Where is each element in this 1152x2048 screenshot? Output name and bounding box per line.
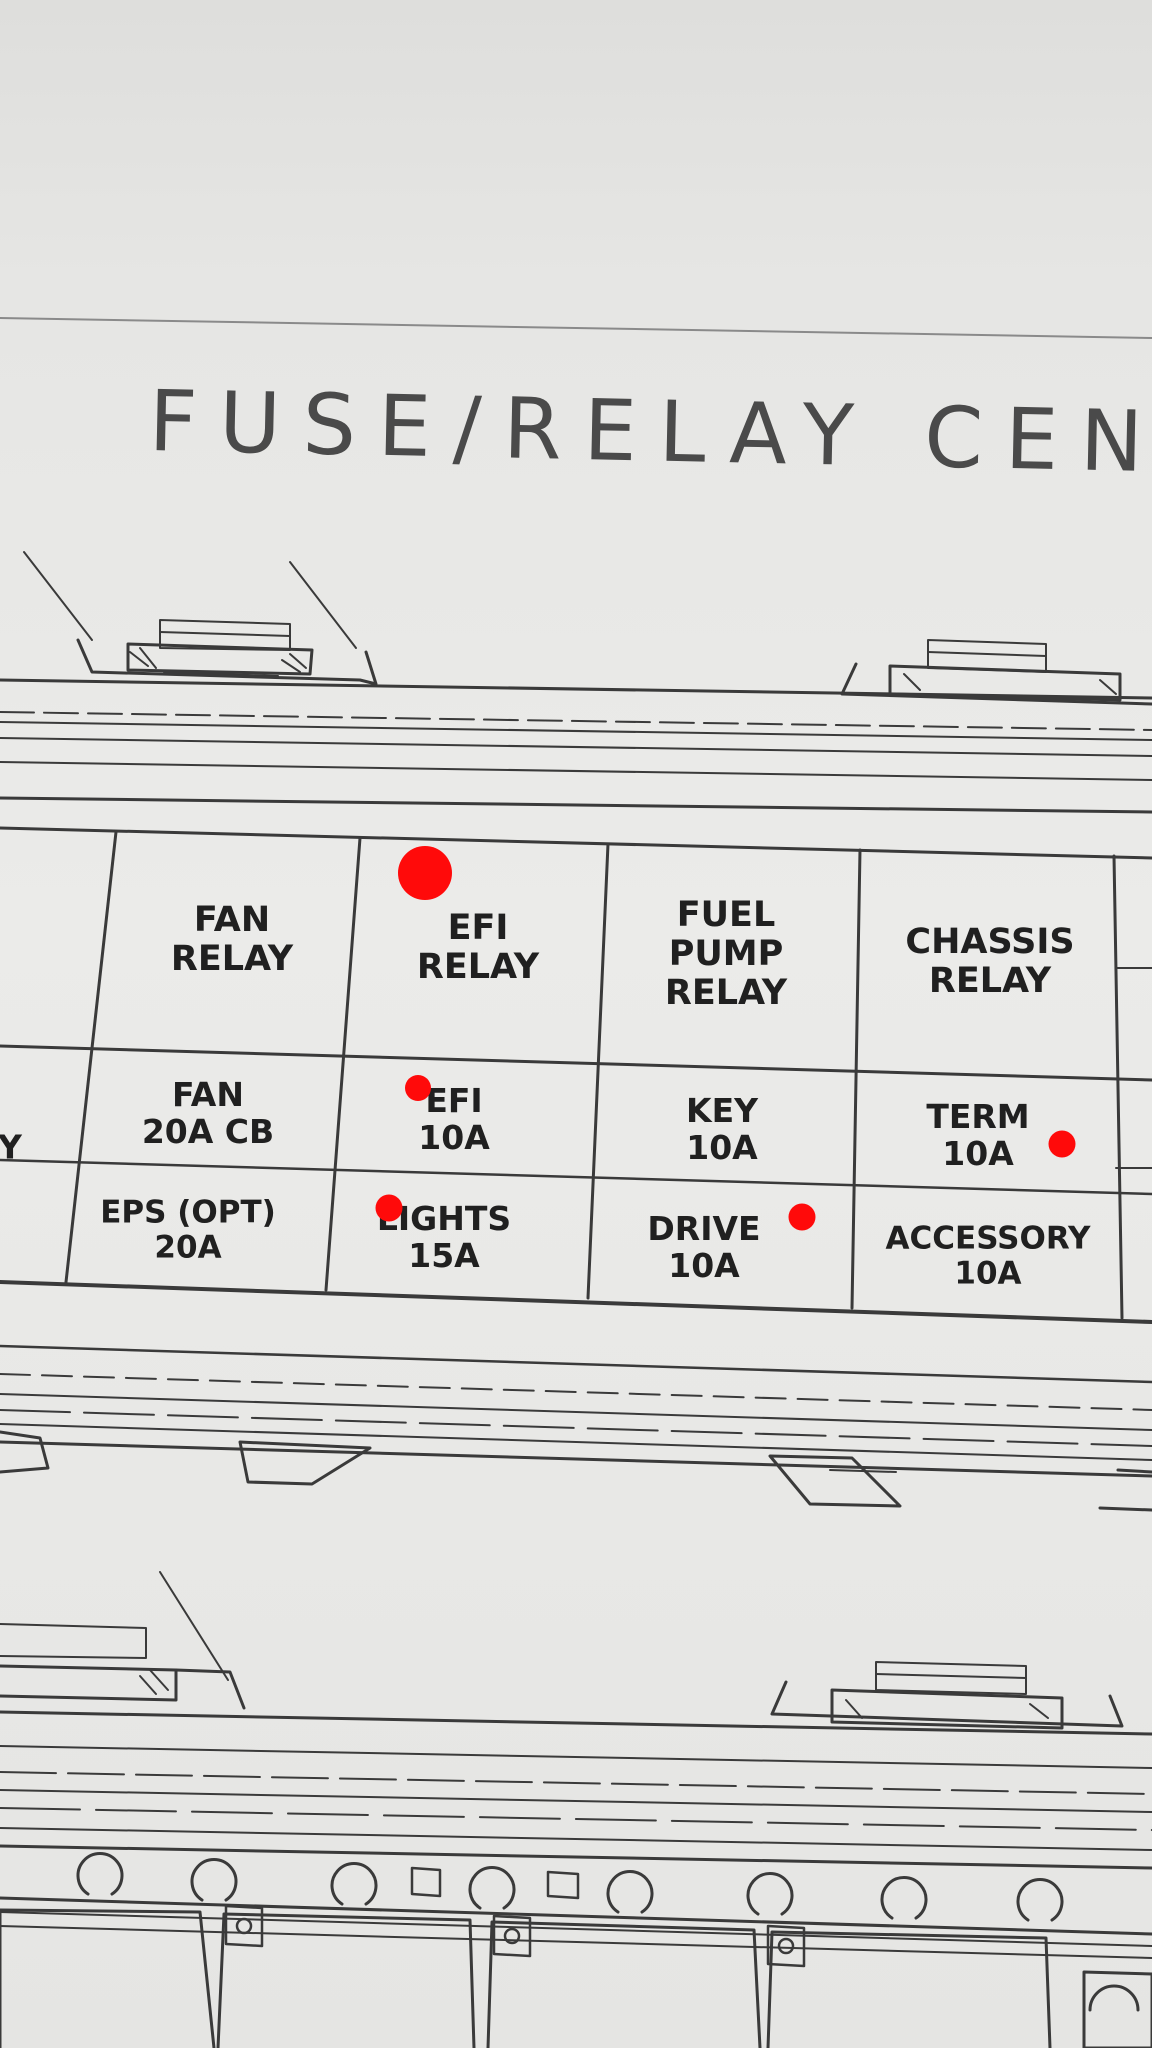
upper-clip-right	[840, 639, 1152, 706]
red-marker	[788, 1203, 816, 1231]
lower-clip-right	[770, 1661, 1124, 1730]
lower-clip-left	[0, 1571, 246, 1710]
red-marker	[1048, 1130, 1076, 1158]
red-marker	[405, 1075, 431, 1101]
red-marker	[375, 1194, 403, 1222]
fuse-eps: EPS (OPT)20A	[100, 1194, 276, 1265]
fuse-relay-grid	[0, 826, 1152, 1324]
red-marker-large	[398, 846, 452, 900]
sheet-border-line	[0, 317, 1152, 339]
upper-clip-left	[23, 551, 378, 686]
bottom-terminal-block	[0, 1852, 1152, 2048]
lower-rail	[0, 1710, 1152, 1870]
middle-rail	[0, 1344, 1152, 1512]
cut-off-label-fragment: Y	[0, 1127, 22, 1167]
